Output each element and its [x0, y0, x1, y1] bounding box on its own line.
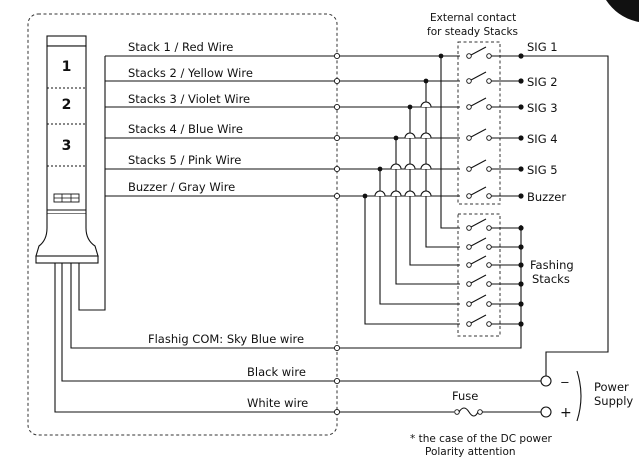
wire-label-buzzer: Buzzer / Gray Wire — [128, 180, 235, 194]
flash-switch-5 — [466, 294, 521, 307]
tower-boundary — [27, 13, 338, 436]
flash-switch-2 — [466, 237, 521, 250]
boundary-terminals — [333, 52, 341, 416]
power-minus-terminal — [540, 375, 552, 387]
wire-label-stack2: Stacks 2 / Yellow Wire — [128, 66, 253, 80]
tower-mount-plate — [35, 255, 99, 264]
wire-label-com: Flashig COM: Sky Blue wire — [148, 332, 304, 346]
wire-label-stack1: Stack 1 / Red Wire — [128, 40, 233, 54]
wire-label-stack3: Stacks 3 / Violet Wire — [128, 92, 250, 106]
wire-label-white: White wire — [247, 396, 308, 410]
power-minus-sign: − — [560, 375, 570, 389]
tower-body — [46, 45, 87, 215]
power-plus-terminal — [540, 406, 552, 418]
external-contact-title-2: for steady Stacks — [427, 26, 518, 38]
note-line-1: * the case of the DC power — [410, 433, 553, 445]
flash-switch-4 — [466, 274, 521, 287]
wire-hops — [374, 101, 432, 197]
switch-sig5 — [466, 159, 521, 172]
wire-label-stack5: Stacks 5 / Pink Wire — [128, 153, 241, 167]
tier-2-label: 2 — [62, 97, 72, 113]
tower-pole-base — [35, 214, 99, 257]
flashing-label-1: Fashing — [530, 258, 574, 272]
tier-3-label: 3 — [62, 138, 72, 154]
flashing-label-2: Stacks — [532, 272, 570, 286]
power-plus-sign: + — [560, 405, 572, 421]
switch-buzzer — [466, 186, 521, 199]
flash-switch-6 — [466, 314, 521, 327]
switch-sig3 — [466, 97, 521, 110]
flashing-dots — [518, 225, 524, 327]
flash-switch-1 — [466, 218, 521, 231]
fuse-symbol — [454, 407, 541, 417]
junction-dots — [362, 53, 444, 199]
wire-label-black: Black wire — [247, 365, 306, 379]
switch-sig2 — [466, 71, 521, 84]
sig-label-1: SIG 1 — [527, 40, 558, 54]
power-supply-label-2: Supply — [594, 394, 633, 408]
external-contact-box — [457, 41, 501, 205]
tier-1-label: 1 — [62, 59, 72, 75]
steady-switches — [466, 46, 521, 199]
signal-tower: 1 2 3 — [35, 35, 99, 264]
sig1-return-wire — [521, 55, 609, 376]
flashing-taps — [364, 56, 460, 325]
fuse-label: Fuse — [452, 389, 478, 403]
flashing-box — [457, 213, 501, 337]
flash-switch-3 — [466, 255, 521, 268]
sig-label-4: SIG 4 — [527, 132, 558, 146]
switch-sig4 — [466, 128, 521, 141]
flashing-switches — [466, 218, 521, 327]
wire-label-stack4: Stacks 4 / Blue Wire — [128, 122, 243, 136]
sig-dots — [518, 53, 524, 199]
sig-label-3: SIG 3 — [527, 101, 558, 115]
tower-cap — [46, 35, 87, 47]
power-supply-label-1: Power — [594, 380, 629, 394]
sig-label-buzzer: Buzzer — [527, 190, 566, 204]
corner-shape — [606, 0, 639, 22]
note-line-2: Polarity attention — [425, 446, 516, 458]
switch-sig1 — [466, 46, 521, 59]
sig-label-5: SIG 5 — [527, 163, 558, 177]
external-contact-title-1: External contact — [430, 12, 516, 24]
power-brace — [576, 370, 582, 422]
sig-label-2: SIG 2 — [527, 75, 558, 89]
